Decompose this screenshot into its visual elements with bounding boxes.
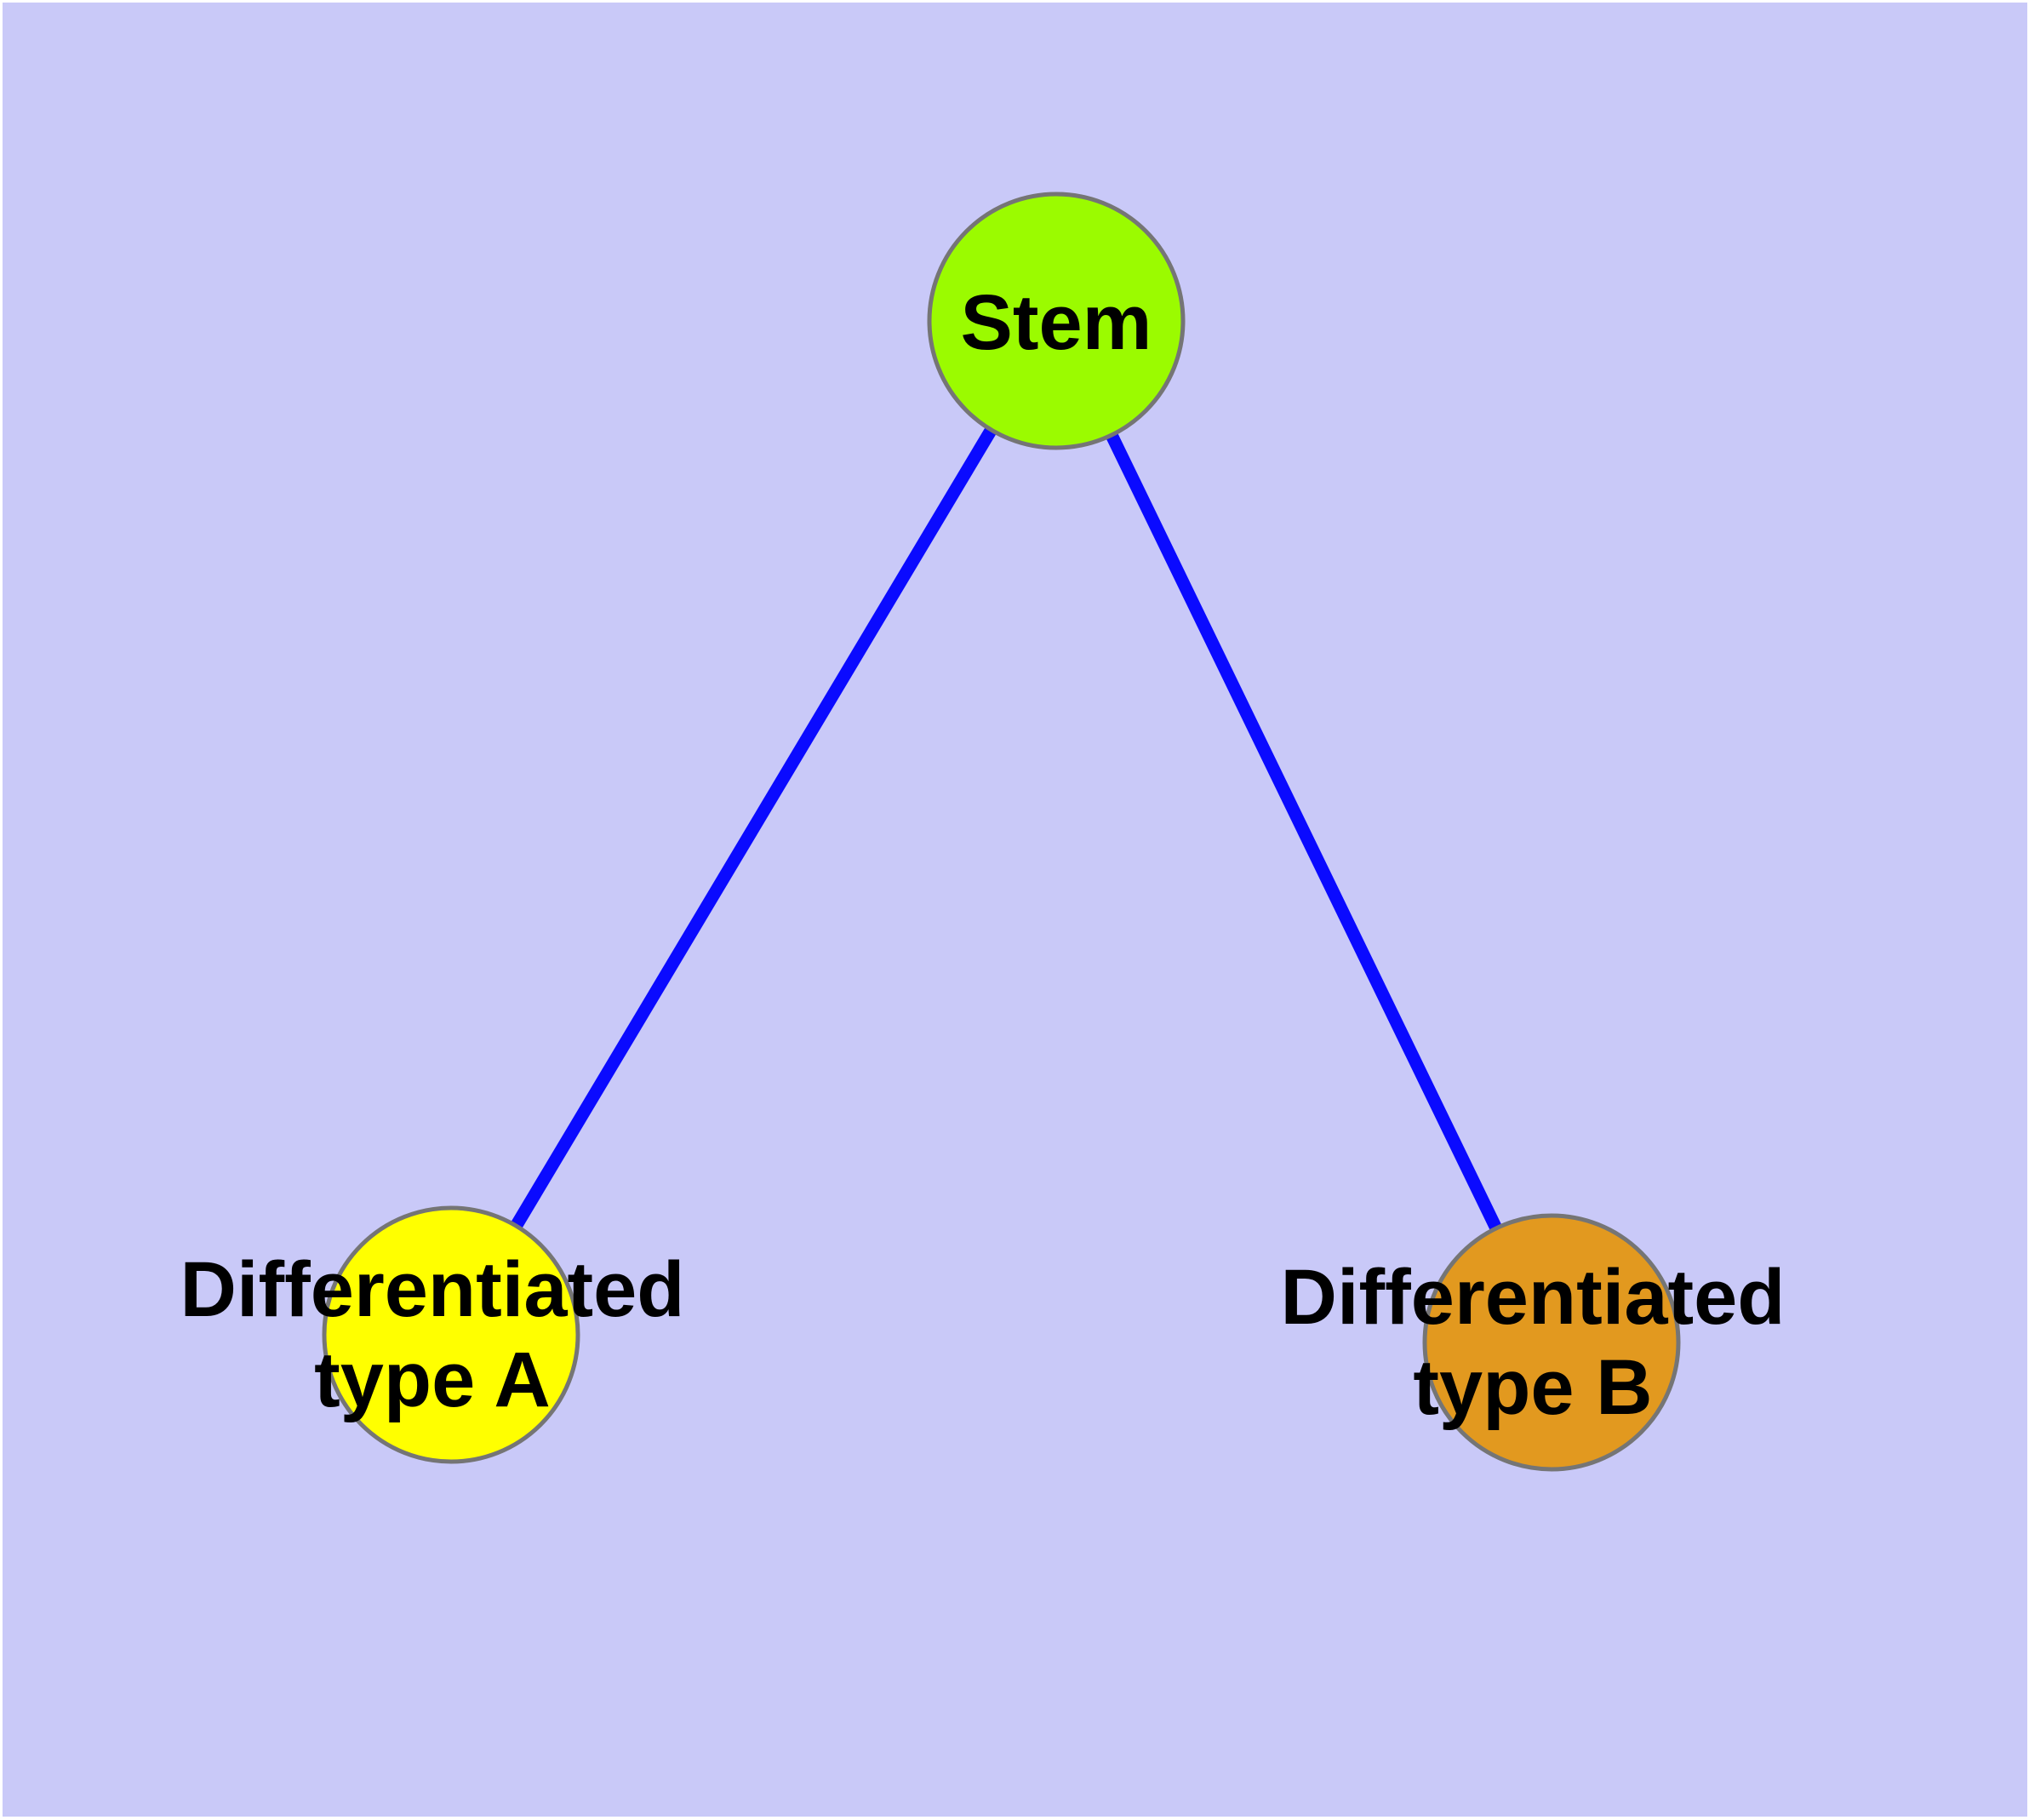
label-line: Stem [960, 279, 1152, 366]
graph-canvas [322, 192, 1681, 1472]
node-type-b-label: Differentiated type B [1281, 1252, 1786, 1433]
plot-background: Stem Differentiated type A Differentiate… [3, 3, 2027, 1817]
edge-stem-to-type-a [445, 318, 1062, 1338]
label-line: type A [314, 1336, 551, 1423]
node-type-b-circle [1422, 1213, 1681, 1472]
node-type-a-circle [322, 1205, 580, 1464]
label-line: Differentiated [180, 1246, 685, 1333]
node-stem-circle [927, 192, 1186, 450]
node-stem-label: Stem [961, 278, 1152, 368]
label-line: type B [1413, 1344, 1653, 1431]
edge-stem-to-type-b [1050, 318, 1557, 1346]
label-line: Differentiated [1280, 1254, 1786, 1341]
node-type-a-label: Differentiated type A [180, 1245, 685, 1425]
